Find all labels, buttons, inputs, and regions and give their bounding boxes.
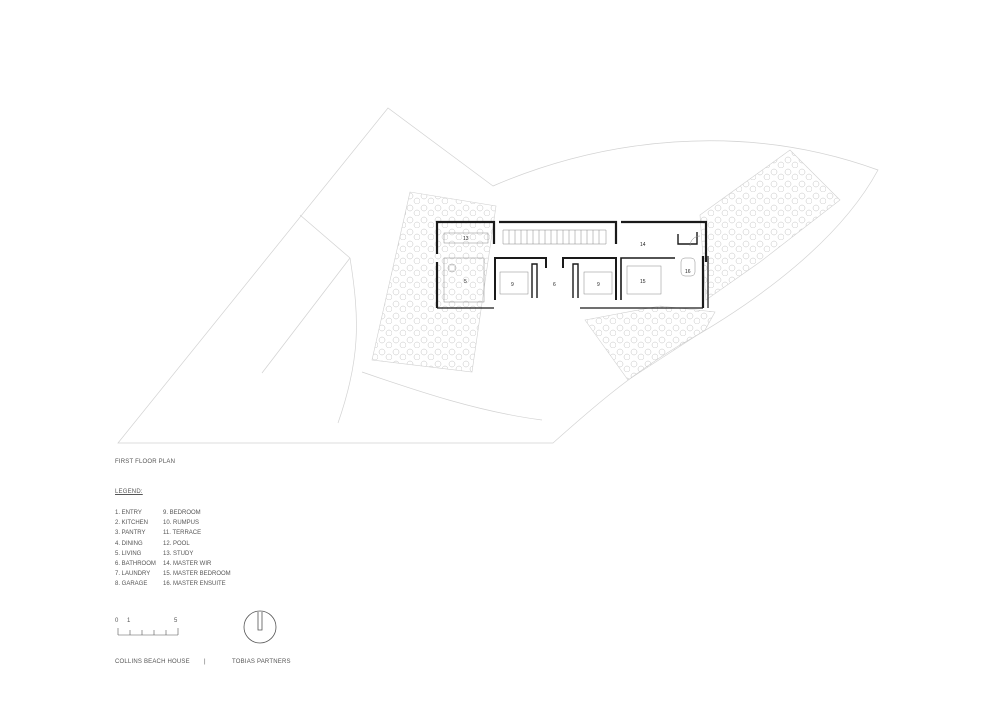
room-label-bathroom: 6 (553, 282, 556, 288)
bedroom-b-walls (562, 257, 617, 300)
plan-title: FIRST FLOOR PLAN (115, 459, 176, 465)
room-label-master-wir: 14 (640, 242, 646, 248)
legend-item: 5. LIVING (115, 550, 142, 557)
legend-column-1: 1. ENTRY 2. KITCHEN 3. PANTRY 4. DINING … (115, 508, 156, 590)
stair-treads (502, 229, 607, 245)
garden-bed-east (699, 149, 841, 301)
scale-bar-ticks (117, 628, 179, 635)
room-label-bedroom-a: 9 (511, 282, 514, 288)
bathroom-wall-east (572, 263, 579, 298)
scale-label-end: 5 (174, 618, 178, 624)
living-sofa (443, 257, 485, 303)
project-name: COLLINS BEACH HOUSE (115, 659, 190, 665)
legend-item: 12. POOL (163, 540, 190, 547)
site-outline (117, 107, 879, 444)
legend-item: 1. ENTRY (115, 510, 142, 516)
room-label-master-ensuite: 16 (685, 269, 691, 275)
north-arrow-icon (243, 610, 277, 644)
legend-item: 11. TERRACE (163, 530, 202, 537)
master-partition (620, 257, 675, 300)
room-label-living: 5 (464, 279, 467, 285)
bathtub (680, 257, 696, 277)
door-swing (689, 235, 701, 247)
legend-item: 8. GARAGE (115, 581, 148, 588)
garden-bed-south (584, 305, 716, 381)
study-desk (443, 232, 489, 244)
living-chair (447, 263, 457, 273)
landscape-trees (371, 149, 841, 381)
north-wall-centre (499, 220, 618, 244)
legend-item: 6. BATHROOM (115, 561, 156, 568)
north-wall-west (435, 220, 496, 254)
room-label-study: 13 (463, 236, 469, 242)
legend-item: 14. MASTER WIR (163, 561, 212, 568)
inner-boundary (299, 214, 351, 259)
bathroom-wall-west (531, 263, 538, 298)
legend-item: 16. MASTER ENSUITE (163, 581, 226, 588)
legend-item: 15. MASTER BEDROOM (163, 571, 231, 578)
path-line (361, 371, 543, 421)
bed-b (583, 271, 613, 295)
legend-item: 4. DINING (115, 540, 143, 547)
site-boundary (117, 107, 879, 444)
driveway-line (261, 257, 351, 374)
firm-name: TOBIAS PARTNERS (232, 659, 291, 665)
legend-item: 10. RUMPUS (163, 520, 200, 527)
legend-column-2: 9. BEDROOM 10. RUMPUS 11. TERRACE 12. PO… (163, 508, 231, 590)
scale-label-one: 1 (127, 618, 131, 624)
bed-a (499, 271, 529, 295)
legend-item: 3. PANTRY (115, 530, 146, 537)
room-labels: 13 14 5 9 6 9 15 16 (463, 236, 691, 288)
footer-separator: | (204, 659, 206, 665)
scale-bar (117, 628, 179, 636)
north-wall-east (621, 220, 708, 262)
scale-label-start: 0 (115, 618, 119, 624)
garden-bed-west (371, 191, 497, 373)
room-label-bedroom-b: 9 (597, 282, 600, 288)
interior-details (443, 229, 701, 303)
room-label-master-bedroom: 15 (640, 279, 646, 285)
master-bed (626, 265, 662, 295)
ensuite-wall (677, 232, 698, 245)
legend-item: 9. BEDROOM (163, 510, 201, 516)
building (435, 220, 709, 309)
legend-item: 2. KITCHEN (115, 520, 149, 527)
legend-item: 13. STUDY (163, 550, 194, 557)
legend-heading: LEGEND: (115, 489, 143, 495)
bedroom-a-walls (494, 257, 547, 300)
road-curve (337, 257, 357, 424)
legend-item: 7. LAUNDRY (115, 571, 151, 578)
